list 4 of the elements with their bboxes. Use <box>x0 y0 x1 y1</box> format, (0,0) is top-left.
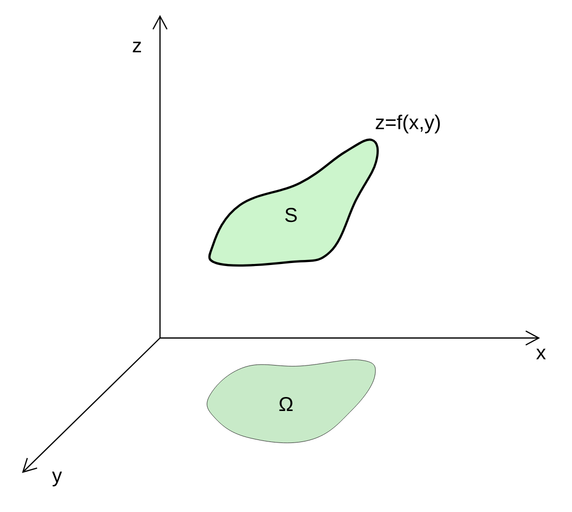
axis-label: y <box>52 472 62 486</box>
axis-label: x <box>536 348 546 360</box>
axis-label: z <box>132 42 141 52</box>
equation-label: z=f(x,y) <box>376 114 440 134</box>
